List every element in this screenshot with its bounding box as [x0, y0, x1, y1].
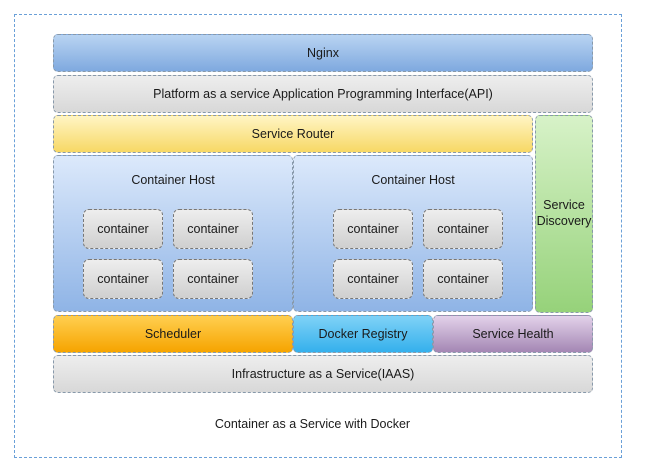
api-label: Platform as a service Application Progra…	[153, 87, 493, 101]
service-discovery-label: Service Discovery	[537, 198, 592, 229]
container-host-1-title: Container Host	[131, 173, 215, 187]
container-box: container	[423, 259, 503, 299]
container-box: container	[83, 259, 163, 299]
service-router-label: Service Router	[251, 127, 335, 141]
container-box: container	[333, 209, 413, 249]
container-box: container	[173, 209, 253, 249]
service-discovery-label-line2: Discovery	[536, 214, 592, 228]
docker-registry-block: Docker Registry	[293, 315, 433, 353]
container-host-2: Container Host container container conta…	[293, 155, 533, 312]
service-health-label: Service Health	[472, 327, 554, 341]
container-box: container	[333, 259, 413, 299]
container-host-2-title: Container Host	[371, 173, 455, 187]
service-discovery-block: Service Discovery	[535, 115, 593, 313]
diagram-frame	[14, 14, 622, 458]
service-health-block: Service Health	[433, 315, 593, 353]
container-host-1: Container Host container container conta…	[53, 155, 293, 312]
service-discovery-label-line1: Service	[543, 198, 585, 213]
nginx-label: Nginx	[307, 46, 339, 60]
container-box: container	[423, 209, 503, 249]
container-box: container	[83, 209, 163, 249]
docker-registry-label: Docker Registry	[318, 327, 408, 341]
scheduler-label: Scheduler	[144, 327, 202, 341]
iaas-layer: Infrastructure as a Service(IAAS)	[53, 355, 593, 393]
container-box: container	[173, 259, 253, 299]
diagram-caption: Container as a Service with Docker	[214, 417, 411, 431]
service-router-layer: Service Router	[53, 115, 533, 153]
api-layer: Platform as a service Application Progra…	[53, 75, 593, 113]
scheduler-block: Scheduler	[53, 315, 293, 353]
iaas-label: Infrastructure as a Service(IAAS)	[231, 367, 415, 381]
nginx-layer: Nginx	[53, 34, 593, 72]
